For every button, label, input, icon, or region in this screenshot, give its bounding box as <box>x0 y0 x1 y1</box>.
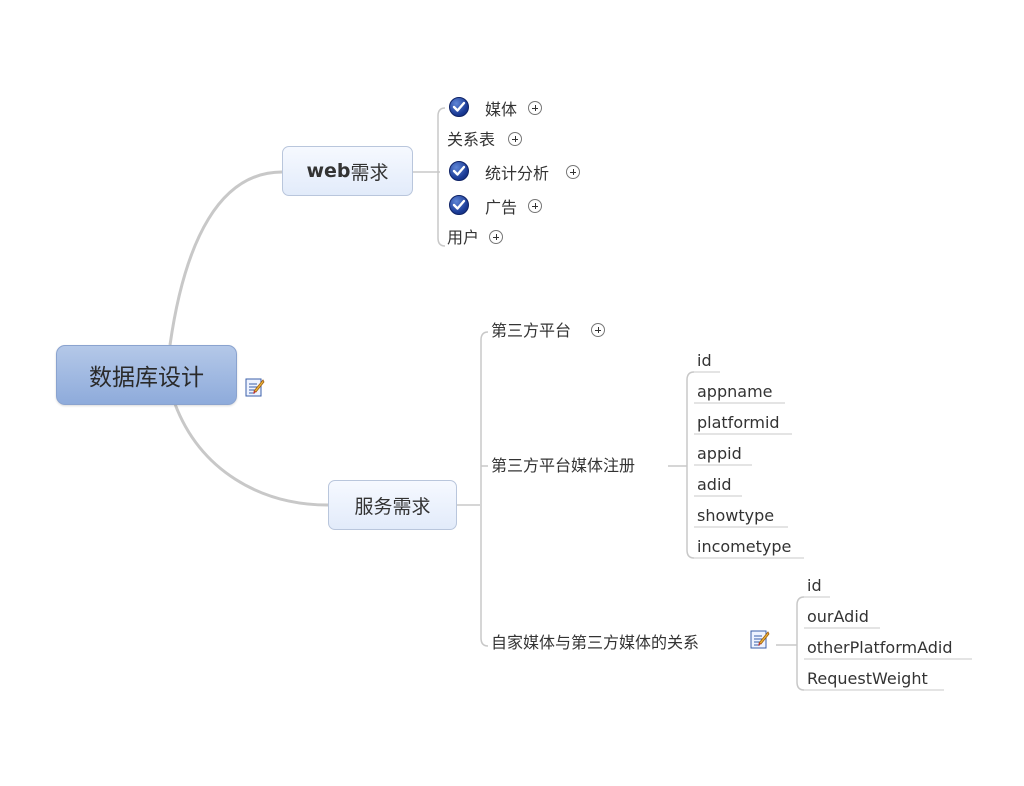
field-label: ourAdid <box>807 607 869 626</box>
field-label: id <box>697 351 712 370</box>
subtopic-user[interactable]: 用户 <box>447 228 479 248</box>
field-label: id <box>807 576 822 595</box>
field-label: platformid <box>697 413 780 432</box>
bracket-relation <box>796 596 805 691</box>
subtopic-relation-table-label: 关系表 <box>447 130 496 149</box>
subtopic-third-party-media-register[interactable]: 第三方平台媒体注册 <box>491 456 635 476</box>
field-label: appname <box>697 382 773 401</box>
bracket-register <box>686 371 695 559</box>
central-topic[interactable]: 数据库设计 <box>56 345 237 405</box>
expand-plus-icon[interactable] <box>528 199 542 213</box>
expand-plus-icon[interactable] <box>591 323 605 337</box>
checkmark-icon <box>449 161 469 181</box>
checkmark-icon <box>449 195 469 215</box>
field-item[interactable]: ourAdid <box>807 607 869 627</box>
field-label: incometype <box>697 537 792 556</box>
field-item[interactable]: RequestWeight <box>807 669 928 689</box>
field-label: otherPlatformAdid <box>807 638 953 657</box>
field-item[interactable]: appid <box>697 444 742 464</box>
field-item[interactable]: id <box>807 576 822 596</box>
subtopic-ads[interactable]: 广告 <box>485 198 517 218</box>
subtopic-third-party-media-register-label: 第三方平台媒体注册 <box>491 456 636 475</box>
subtopic-third-party-platform-label: 第三方平台 <box>491 321 572 340</box>
field-item[interactable]: otherPlatformAdid <box>807 638 953 658</box>
field-item[interactable]: platformid <box>697 413 780 433</box>
subtopic-ads-label: 广告 <box>485 198 518 217</box>
field-item[interactable]: showtype <box>697 506 774 526</box>
field-label: showtype <box>697 506 775 525</box>
connector-central-service <box>173 403 329 507</box>
expand-plus-icon[interactable] <box>566 165 580 179</box>
field-label: adid <box>697 475 732 494</box>
subtopic-statistics-label: 统计分析 <box>485 164 550 183</box>
bracket-service <box>480 331 489 647</box>
subtopic-media[interactable]: 媒体 <box>485 100 517 120</box>
main-topic-web-prefix: web <box>306 160 351 182</box>
field-label: appid <box>697 444 742 463</box>
checkmark-icon <box>449 97 469 117</box>
main-topic-service[interactable]: 服务需求 <box>328 480 457 530</box>
expand-plus-icon[interactable] <box>528 101 542 115</box>
main-topic-service-label: 服务需求 <box>354 495 431 518</box>
subtopic-user-label: 用户 <box>447 228 480 247</box>
bracket-web <box>437 107 446 247</box>
note-icon[interactable] <box>750 629 770 649</box>
subtopic-relation-table[interactable]: 关系表 <box>447 130 495 150</box>
subtopic-media-relation-label: 自家媒体与第三方媒体的关系 <box>491 633 700 652</box>
main-topic-web-suffix: 需求 <box>350 161 389 184</box>
field-item[interactable]: id <box>697 351 712 371</box>
note-icon[interactable] <box>245 377 265 397</box>
connector-central-web <box>168 170 283 346</box>
subtopic-media-relation[interactable]: 自家媒体与第三方媒体的关系 <box>491 633 699 653</box>
field-item[interactable]: adid <box>697 475 732 495</box>
subtopic-statistics[interactable]: 统计分析 <box>485 164 549 184</box>
field-item[interactable]: incometype <box>697 537 791 557</box>
central-topic-label: 数据库设计 <box>89 365 204 391</box>
subtopic-third-party-platform[interactable]: 第三方平台 <box>491 321 571 341</box>
field-label: RequestWeight <box>807 669 928 688</box>
expand-plus-icon[interactable] <box>508 132 522 146</box>
expand-plus-icon[interactable] <box>489 230 503 244</box>
field-item[interactable]: appname <box>697 382 773 402</box>
subtopic-media-label: 媒体 <box>485 100 518 119</box>
